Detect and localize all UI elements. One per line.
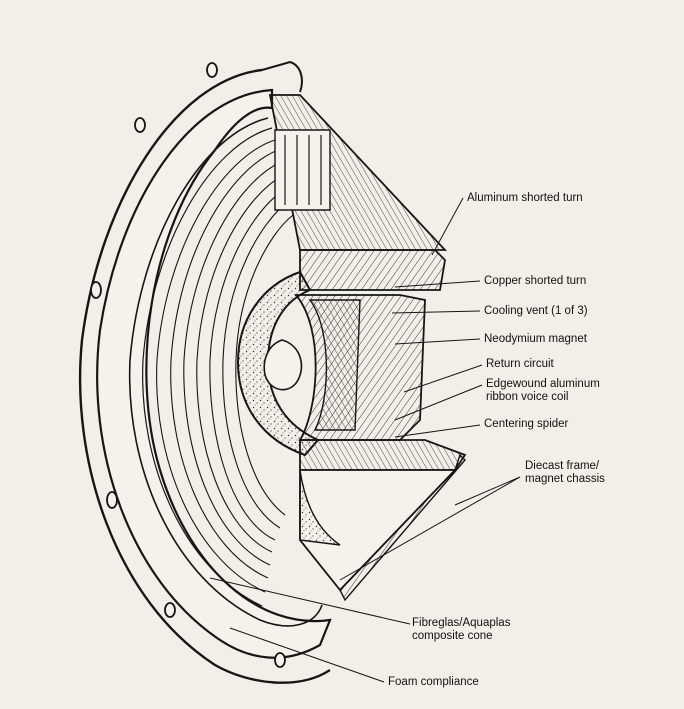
rear-housing: [268, 94, 448, 251]
label-centering-spider: Centering spider: [484, 418, 569, 430]
mounting-holes: [90, 62, 286, 668]
label-diecast-frame: Diecast frame/ magnet chassis: [525, 460, 605, 485]
label-cooling-vent: Cooling vent (1 of 3): [484, 305, 588, 317]
label-aluminum-shorted-turn: Aluminum shorted turn: [467, 192, 583, 204]
label-composite-cone: Fibreglas/Aquaplas composite cone: [412, 617, 511, 642]
label-voice-coil: Edgewound aluminum ribbon voice coil: [486, 378, 600, 403]
magnet-assembly: [294, 249, 467, 471]
leader-lines: [209, 197, 521, 683]
label-foam-compliance: Foam compliance: [388, 676, 479, 688]
label-copper-shorted-turn: Copper shorted turn: [484, 275, 587, 287]
cone-surround: [128, 117, 323, 627]
label-return-circuit: Return circuit: [486, 358, 554, 370]
frame-flange: [78, 60, 332, 684]
lower-basket: [299, 453, 466, 602]
label-neodymium-magnet: Neodymium magnet: [484, 333, 587, 345]
dust-cap: [236, 270, 320, 457]
